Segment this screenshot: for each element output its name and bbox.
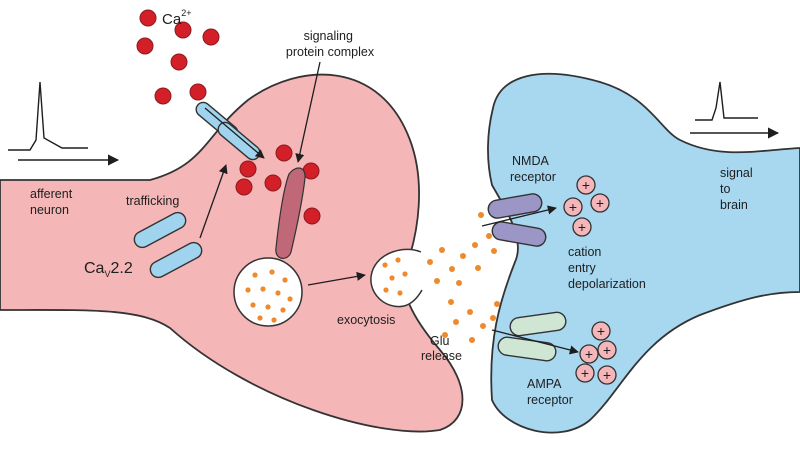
calcium-ion xyxy=(174,21,192,39)
svg-text:+: + xyxy=(603,367,611,383)
nmda-ion-flow-arrow xyxy=(481,205,557,227)
action-potential-trace-output xyxy=(695,81,758,121)
cation: + xyxy=(579,344,599,364)
signaling-pointer-arrow xyxy=(295,61,321,163)
signal-to-brain-label: signal to brain xyxy=(720,166,756,212)
synaptic-vesicle xyxy=(233,257,303,327)
svg-text:+: + xyxy=(603,342,611,358)
calcium-ion xyxy=(154,87,172,105)
calcium-ion xyxy=(235,178,253,196)
exocytosis-glutamate xyxy=(382,257,408,296)
nmda-receptor-label: NMDA receptor xyxy=(510,154,556,184)
calcium-ion xyxy=(202,28,220,46)
cation: + xyxy=(597,340,617,360)
cav22-label: CaV2.2 xyxy=(84,260,133,279)
cation: + xyxy=(597,365,617,385)
postsynaptic-neuron xyxy=(487,72,800,434)
cation-entry-label: cation entry depolarization xyxy=(568,245,646,291)
calcium-ion xyxy=(139,9,157,27)
trafficking-arrow xyxy=(199,164,228,239)
signaling-protein-label: signaling protein complex xyxy=(286,29,375,59)
calcium-ion xyxy=(275,144,293,162)
afferent-neuron-label: afferent neuron xyxy=(30,187,76,217)
ampa-receptor-label: AMPA receptor xyxy=(527,377,573,407)
calcium-influx-arrow xyxy=(204,107,265,159)
exocytosis-label: exocytosis xyxy=(337,313,395,327)
svg-text:+: + xyxy=(597,323,605,339)
svg-text:+: + xyxy=(585,346,593,362)
cation: + xyxy=(563,197,583,217)
nmda-receptor xyxy=(487,193,547,247)
svg-text:+: + xyxy=(596,195,604,211)
cation: + xyxy=(572,217,592,237)
calcium-ion xyxy=(303,207,321,225)
glu-release-label: Glu release xyxy=(421,334,462,363)
calcium-ion xyxy=(189,83,207,101)
cation: + xyxy=(591,321,611,341)
cation: + xyxy=(576,175,596,195)
cations-nmda: + + + + xyxy=(563,175,610,237)
trafficking-label: trafficking xyxy=(126,194,179,208)
calcium-ion xyxy=(239,160,257,178)
calcium-ion xyxy=(136,37,154,55)
calcium-label: Ca2+ xyxy=(162,8,191,28)
svg-text:+: + xyxy=(569,199,577,215)
calcium-ion xyxy=(264,174,282,192)
cations-ampa: + + + + + xyxy=(575,321,617,385)
calcium-ion xyxy=(170,53,188,71)
vesicle-glutamate xyxy=(245,269,293,323)
svg-text:+: + xyxy=(578,219,586,235)
cav22-channel-subunits xyxy=(133,211,203,279)
signaling-protein-complex xyxy=(275,167,306,259)
svg-text:+: + xyxy=(581,365,589,381)
action-potential-trace-input xyxy=(8,81,88,151)
membrane-calcium-channel xyxy=(195,101,261,161)
exocytosis-arrow xyxy=(307,271,366,286)
cation: + xyxy=(590,193,610,213)
ampa-ion-flow-arrow xyxy=(491,329,579,355)
cation: + xyxy=(575,363,595,383)
calcium-ions xyxy=(136,9,321,225)
svg-text:+: + xyxy=(582,177,590,193)
released-glutamate xyxy=(427,212,500,343)
presynaptic-terminal xyxy=(0,73,464,433)
